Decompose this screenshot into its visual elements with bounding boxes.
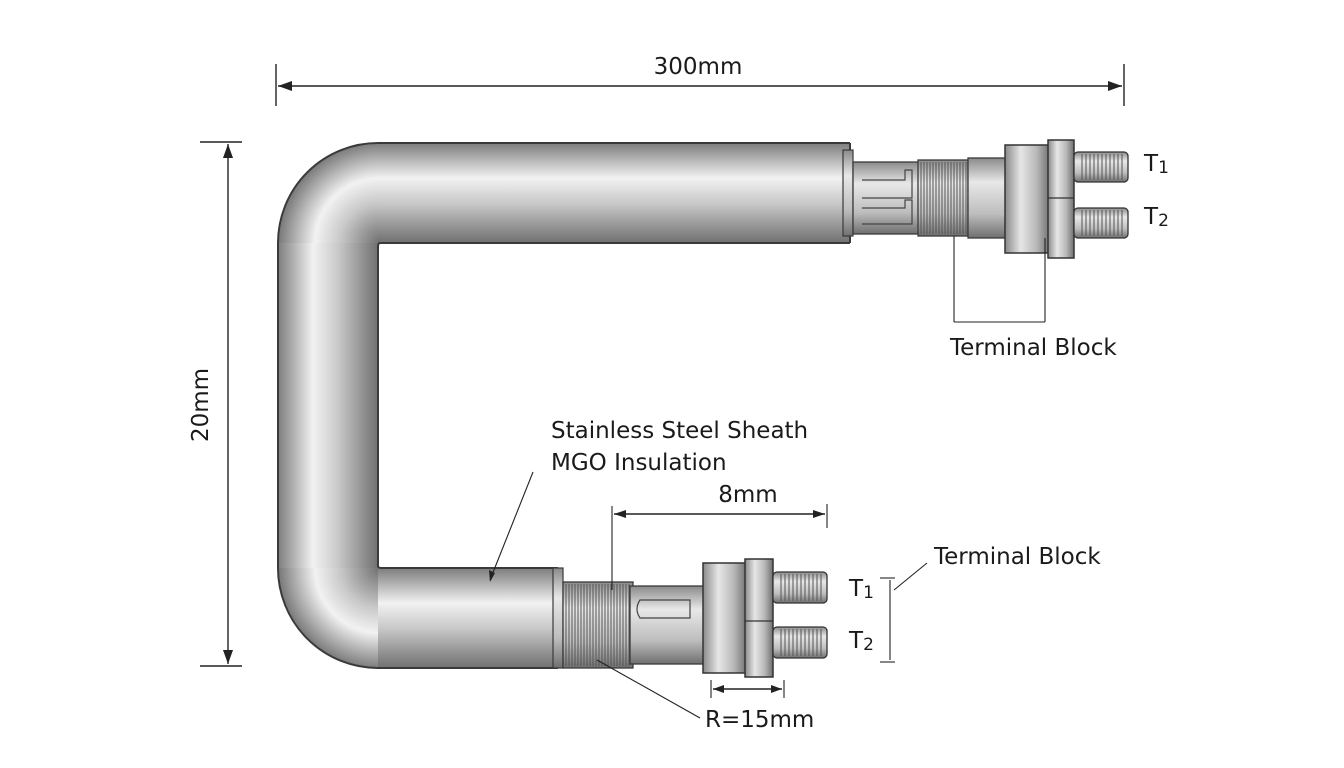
dimension-overall-length: 300mm	[275, 54, 1125, 106]
svg-text:T1: T1	[848, 576, 874, 603]
sheath-end-collar-bottom	[552, 567, 564, 669]
t1-bottom-label: T	[848, 576, 864, 602]
terminal-assembly-top	[852, 139, 1129, 259]
terminal-block-bottom-callout: Terminal Block	[880, 544, 1101, 663]
terminal-labels-bottom: T1 T2	[848, 576, 874, 655]
terminal-labels-top: T1 T2	[1143, 151, 1169, 231]
t1-top-subscript: 1	[1158, 158, 1169, 178]
t1-top-label: T	[1143, 151, 1159, 177]
t2-top-subscript: 2	[1158, 211, 1169, 231]
t2-bottom-label: T	[848, 628, 864, 654]
t1-bottom-subscript: 1	[863, 583, 874, 603]
dimension-terminal-spacing: 8mm	[611, 482, 828, 590]
sheath-label: Stainless Steel Sheath	[551, 418, 808, 444]
sheath-bottom-bend	[278, 568, 378, 668]
stainless-steel-sheath	[277, 142, 854, 669]
sheath-end-collar-top	[842, 149, 854, 237]
terminal-block-top	[1004, 144, 1051, 254]
terminal-block-bottom	[702, 562, 748, 674]
sheath-left-vertical	[278, 241, 378, 570]
insulation-label: MGO Insulation	[551, 450, 727, 476]
sheath-insulation-callout: Stainless Steel Sheath MGO Insulation	[489, 418, 808, 582]
svg-text:T2: T2	[1143, 204, 1169, 231]
terminal-block-top-label: Terminal Block	[949, 335, 1117, 361]
terminal-block-bottom-label: Terminal Block	[933, 544, 1101, 570]
dimension-bend-radius: R=15mm	[596, 659, 814, 733]
overall-height-label: 20mm	[188, 368, 214, 442]
sheath-top-bend	[278, 143, 378, 243]
sheath-bottom-straight	[378, 568, 558, 668]
t2-bottom-subscript: 2	[863, 635, 874, 655]
t2-top-label: T	[1143, 204, 1159, 230]
dimension-overall-height: 20mm	[188, 141, 242, 667]
bend-radius-label: R=15mm	[705, 707, 814, 733]
sheath-top-straight	[378, 143, 850, 243]
terminal-assembly-bottom	[562, 558, 828, 678]
svg-text:T1: T1	[1143, 151, 1169, 178]
overall-length-label: 300mm	[654, 54, 743, 80]
terminal-spacing-label: 8mm	[718, 482, 777, 508]
svg-text:T2: T2	[848, 628, 874, 655]
terminal-block-top-callout: Terminal Block	[949, 236, 1117, 361]
